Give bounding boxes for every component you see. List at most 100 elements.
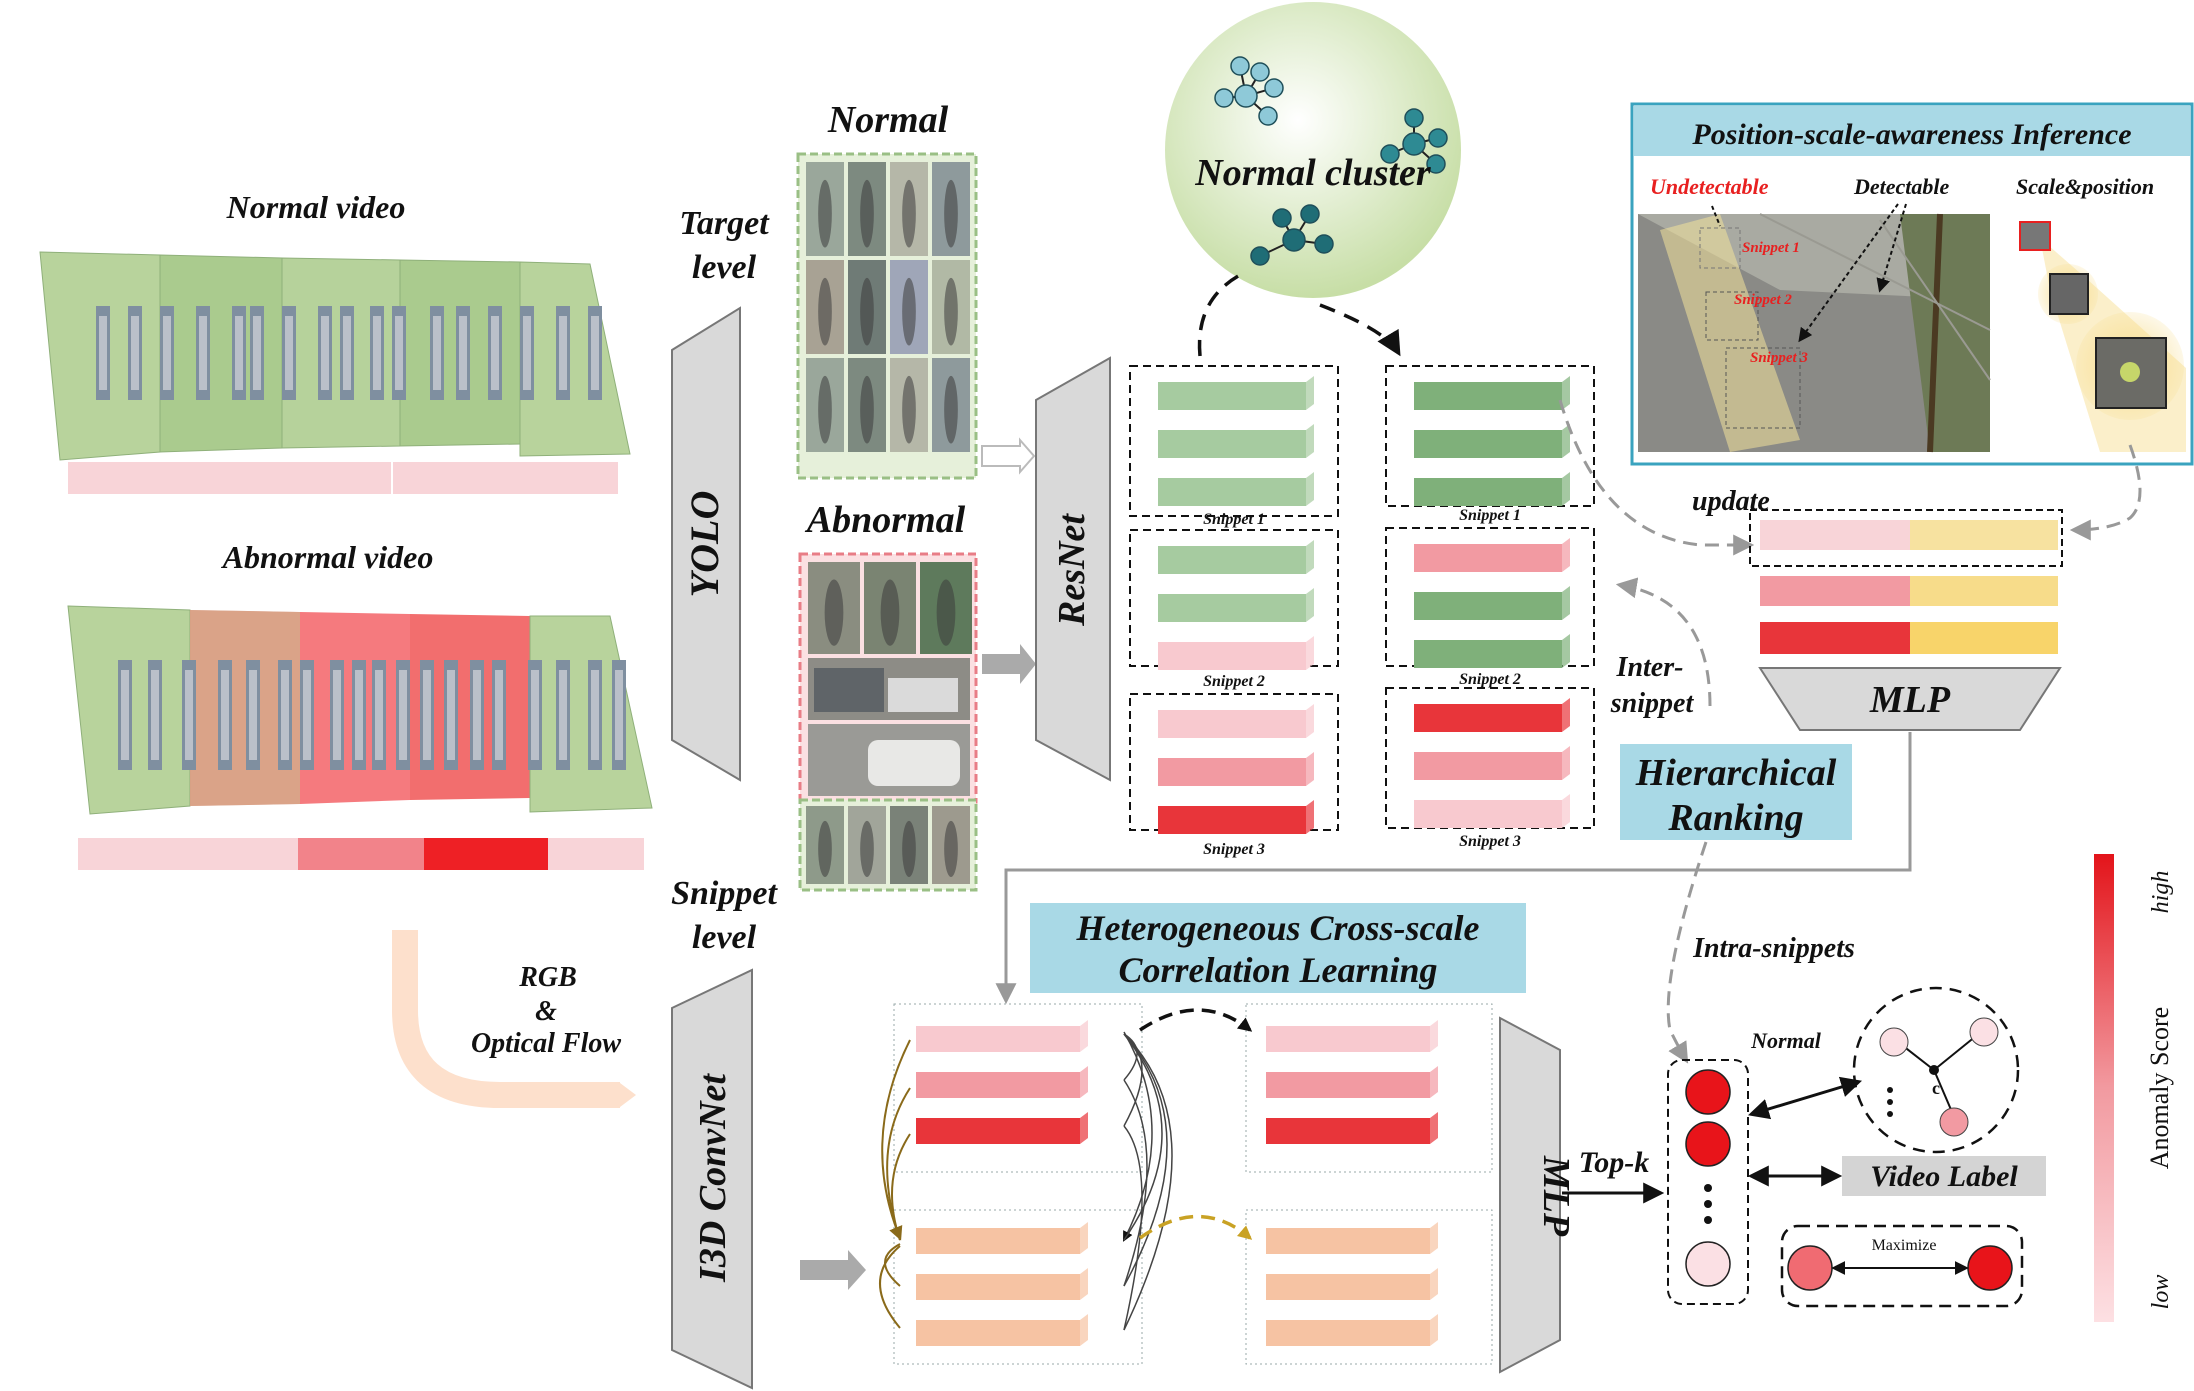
anomaly-score-legend: Anomaly Score high low xyxy=(2094,854,2174,1322)
cluster-node-icon xyxy=(1300,204,1320,224)
hatched-arrow xyxy=(981,437,1036,475)
optical-flow-label: Optical Flow xyxy=(471,1028,621,1059)
feature-bar xyxy=(1158,382,1306,410)
cluster-node-icon xyxy=(1272,208,1292,228)
hr-line1: Hierarchical xyxy=(1635,752,1837,794)
feature-bar xyxy=(1158,430,1306,458)
feature-bar xyxy=(916,1228,1080,1254)
cluster-node-icon xyxy=(1282,228,1306,252)
hr-line2: Ranking xyxy=(1667,797,1803,839)
center-c-label: c xyxy=(1932,1078,1940,1098)
feature-bar xyxy=(1414,544,1562,572)
normal-video-group: Normal video xyxy=(39,189,631,494)
rgb-flow-arrow: RGB & Optical Flow xyxy=(392,930,636,1108)
feature-bar xyxy=(1158,806,1306,834)
feature-bar xyxy=(1158,594,1306,622)
target-level-line1: Target xyxy=(679,205,770,242)
yolo-label: YOLO xyxy=(682,491,727,598)
i3d-block: I3D ConvNet xyxy=(671,968,753,1390)
photo-snippet-3: Snippet 3 xyxy=(1750,350,1808,366)
cluster-node-icon xyxy=(1264,78,1284,98)
feature-bar xyxy=(1158,478,1306,506)
detectable-label: Detectable xyxy=(1853,174,1950,199)
high-label: high xyxy=(2148,871,2174,914)
normal-video-title: Normal video xyxy=(226,189,406,225)
zoom-boxes xyxy=(2019,221,2186,452)
snippet-level-line1: Snippet xyxy=(671,875,778,912)
photo-snippet-2: Snippet 2 xyxy=(1734,292,1792,308)
intra-snippets-label: Intra-snippets xyxy=(1692,933,1855,964)
feature-bar xyxy=(1414,640,1562,668)
feature-bar xyxy=(1414,704,1562,732)
feature-bar xyxy=(1266,1072,1430,1098)
photo-snippet-1: Snippet 1 xyxy=(1742,240,1800,256)
mlp-to-hccl-line xyxy=(995,732,1912,1005)
cluster-node-icon xyxy=(1428,128,1448,148)
psa-panel: Position-scale-awareness Inference Undet… xyxy=(1630,102,2194,466)
snippet-label: Snippet 1 xyxy=(1459,507,1521,524)
feature-bar xyxy=(916,1072,1080,1098)
feature-bar xyxy=(1266,1026,1430,1052)
feature-bar xyxy=(1414,430,1562,458)
feature-bar xyxy=(1414,800,1562,828)
intra-snippets-arrow xyxy=(1666,841,1708,1064)
feature-bar xyxy=(1414,382,1562,410)
normal-distance-arrow xyxy=(1747,1076,1863,1120)
abnormal-images-title: Abnormal xyxy=(805,499,966,541)
feature-bar xyxy=(916,1026,1080,1052)
cluster-node-icon xyxy=(1404,108,1424,128)
feature-bar xyxy=(916,1320,1080,1346)
cluster-arrow-left xyxy=(1197,273,1241,357)
normal-small-label: Normal xyxy=(1750,1028,1822,1053)
cluster-node-icon xyxy=(1380,144,1400,164)
cluster-node-icon xyxy=(1402,132,1426,156)
cluster-node-icon xyxy=(1426,154,1446,174)
resnet-label: ResNet xyxy=(1051,513,1093,627)
snippet-label: Snippet 3 xyxy=(1203,841,1265,858)
amp-label: & xyxy=(535,996,557,1027)
normal-cluster-title: Normal cluster xyxy=(1194,152,1432,194)
feature-bar xyxy=(1266,1118,1430,1144)
snippet-label: Snippet 3 xyxy=(1459,833,1521,850)
feature-bar xyxy=(1158,546,1306,574)
hierarchical-ranking-box: Hierarchical Ranking xyxy=(1620,744,1852,840)
snippet-label: Snippet 2 xyxy=(1203,673,1265,690)
normal-score-bar xyxy=(68,462,618,494)
cluster-node-icon xyxy=(1314,234,1334,254)
feature-bar xyxy=(1414,752,1562,780)
feature-bar xyxy=(1158,710,1306,738)
feature-bar xyxy=(1158,642,1306,670)
maximize-label: Maximize xyxy=(1872,1237,1937,1254)
cluster-node-icon xyxy=(1214,88,1234,108)
inter-snippet-arrow xyxy=(1615,577,1712,707)
topk-label: Top-k xyxy=(1579,1146,1650,1179)
normal-image-stack xyxy=(796,152,978,480)
abnormal-image-stack xyxy=(798,552,978,892)
feature-bar xyxy=(1414,478,1562,506)
normal-center-cluster: c xyxy=(1852,986,2020,1154)
psa-title: Position-scale-awareness Inference xyxy=(1691,118,2131,151)
cluster-node-icon xyxy=(1250,246,1270,266)
normal-cluster: Normal cluster xyxy=(1165,2,1461,298)
target-level-line2: level xyxy=(692,249,757,286)
feature-bar xyxy=(1414,592,1562,620)
update-label: update xyxy=(1692,486,1770,517)
snippet-label: Snippet 2 xyxy=(1459,671,1521,688)
snippet-bar-groups: Snippet 1 Snippet 2 Snippet 3 Snippet 1 Snip… xyxy=(1129,365,1595,858)
hccl-line1: Heterogeneous Cross-scale xyxy=(1076,908,1480,948)
snippet-label: Snippet 1 xyxy=(1203,511,1265,528)
rgb-label: RGB xyxy=(518,962,577,993)
score-column xyxy=(1667,1059,1749,1305)
hccl-line2: Correlation Learning xyxy=(1118,950,1437,990)
cluster-node-icon xyxy=(1230,56,1250,76)
inter-snippet-line1: Inter- xyxy=(1616,652,1684,683)
hccl-bars xyxy=(800,1003,1493,1365)
mlp-bottom-block: MLP xyxy=(1499,1016,1577,1374)
mlp-top-block: MLP xyxy=(1749,509,2063,731)
feature-bar xyxy=(916,1274,1080,1300)
abnormal-video-group: Abnormal video xyxy=(67,539,653,870)
i3d-label: I3D ConvNet xyxy=(692,1073,734,1283)
arrow-into-resnet xyxy=(982,644,1036,684)
undetectable-label: Undetectable xyxy=(1650,174,1769,199)
